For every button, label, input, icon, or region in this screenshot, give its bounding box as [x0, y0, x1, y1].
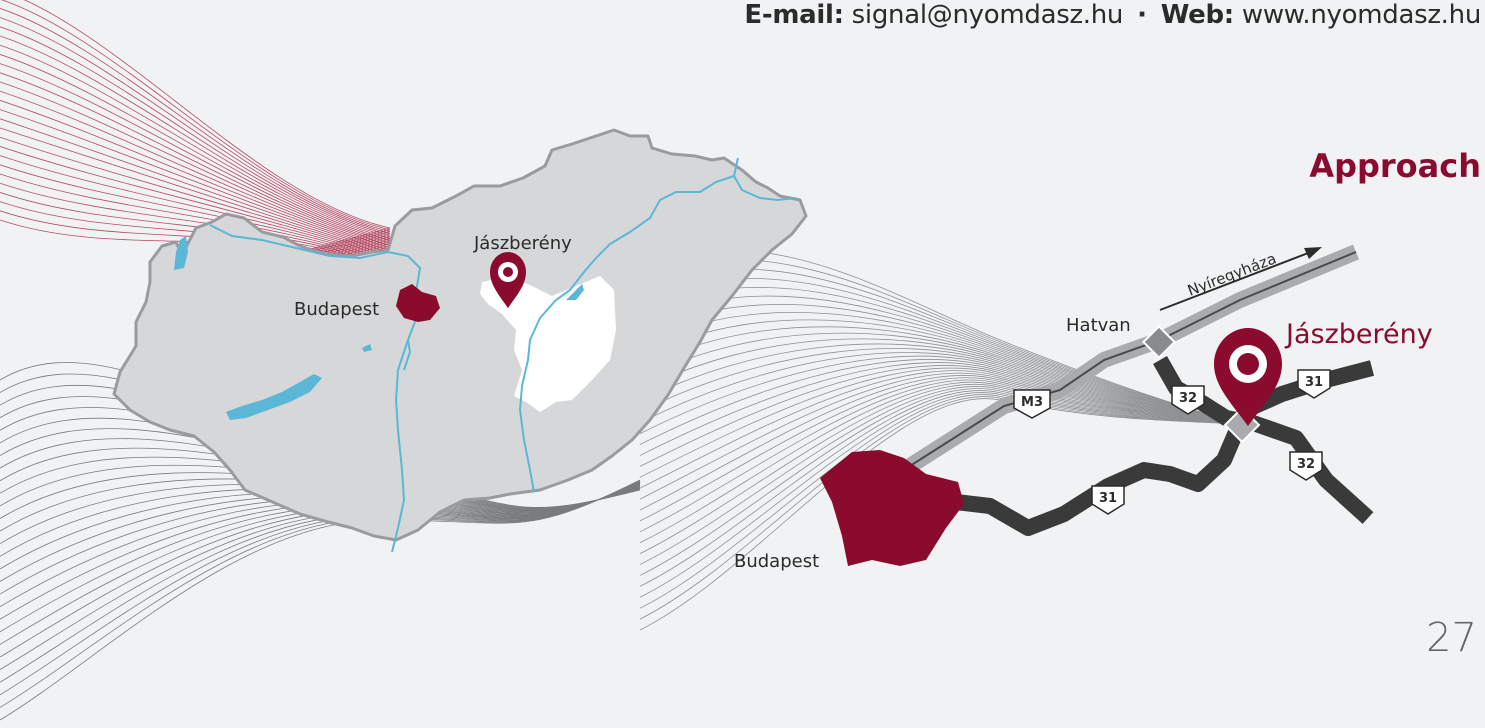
section-title: Approach: [1309, 147, 1481, 185]
lake-balaton: [226, 374, 322, 420]
location-pin-icon: [1214, 328, 1282, 426]
page-number: 27: [1426, 615, 1477, 661]
route-label-hatvan: Hatvan: [1066, 315, 1131, 336]
road-shield-31-east: 31: [1297, 369, 1331, 399]
road-shield-31-west: 31: [1091, 485, 1125, 515]
location-pin-icon: [490, 252, 526, 308]
country-label-budapest: Budapest: [294, 299, 379, 320]
road-shield-32-north: 32: [1171, 385, 1205, 415]
road-shield-32-south: 32: [1289, 451, 1323, 481]
contact-separator: ·: [1137, 0, 1147, 30]
lake-tisza: [566, 284, 584, 300]
svg-text:31: 31: [1305, 375, 1323, 390]
web-address[interactable]: www.nyomdasz.hu: [1241, 0, 1481, 30]
email-address[interactable]: signal@nyomdasz.hu: [851, 0, 1124, 30]
country-map: Jászberény Budapest: [112, 128, 808, 553]
road-shield-m3: M3: [1013, 389, 1051, 419]
svg-text:32: 32: [1179, 391, 1197, 406]
contact-line: E-mail: signal@nyomdasz.hu · Web: www.nyom…: [744, 0, 1481, 30]
svg-text:M3: M3: [1021, 395, 1043, 410]
svg-text:31: 31: [1099, 491, 1117, 506]
web-label: Web:: [1160, 0, 1235, 30]
country-outline: [112, 128, 808, 542]
svg-text:32: 32: [1297, 457, 1315, 472]
country-label-jaszbereny: Jászberény: [473, 233, 572, 254]
email-label: E-mail:: [744, 0, 844, 30]
junction-hatvan: [1142, 325, 1176, 359]
route-budapest-area: [820, 450, 964, 566]
direction-arrow-icon: [1159, 249, 1317, 311]
route-label-budapest: Budapest: [734, 551, 819, 572]
lake-small: [362, 344, 372, 352]
lake-neusiedl: [174, 236, 188, 270]
route-map: M3 31 31 32 32 Hatvan Budapest Jászberén…: [734, 244, 1433, 572]
county-highlight: [480, 276, 616, 412]
route-label-jaszbereny: Jászberény: [1284, 319, 1433, 350]
budapest-area: [396, 284, 440, 322]
road-31: [955, 360, 1375, 536]
